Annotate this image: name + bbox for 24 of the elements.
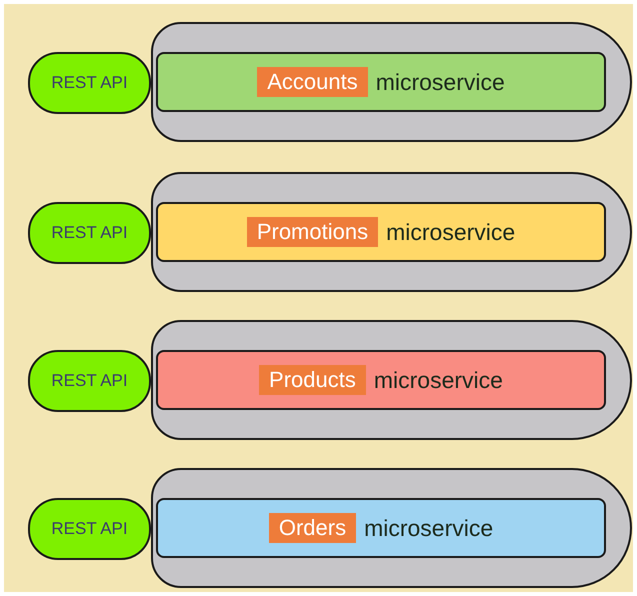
- service-name-tag: Products: [259, 365, 366, 395]
- capsule-shape: [151, 468, 632, 588]
- service-label: microservice: [374, 366, 503, 394]
- service-box: [156, 498, 606, 558]
- api-label: REST API: [51, 223, 128, 243]
- service-box: [156, 202, 606, 262]
- capsule-shape: [151, 320, 632, 440]
- service-name-tag: Promotions: [246, 217, 378, 247]
- api-pill: [28, 350, 151, 412]
- api-pill: [28, 498, 151, 560]
- service-label: microservice: [376, 68, 505, 96]
- service-label: microservice: [364, 514, 494, 542]
- service-box: [156, 350, 606, 410]
- api-pill: [28, 52, 151, 114]
- service-box: [156, 52, 606, 112]
- capsule-shape: [151, 22, 632, 142]
- api-label: REST API: [51, 371, 128, 391]
- service-name-tag: Accounts: [257, 67, 368, 97]
- service-label: microservice: [386, 218, 516, 246]
- api-label: REST API: [51, 73, 128, 93]
- capsule-shape: [151, 172, 632, 292]
- api-label: REST API: [51, 519, 128, 539]
- api-pill: [28, 202, 151, 264]
- service-name-tag: Orders: [268, 513, 356, 543]
